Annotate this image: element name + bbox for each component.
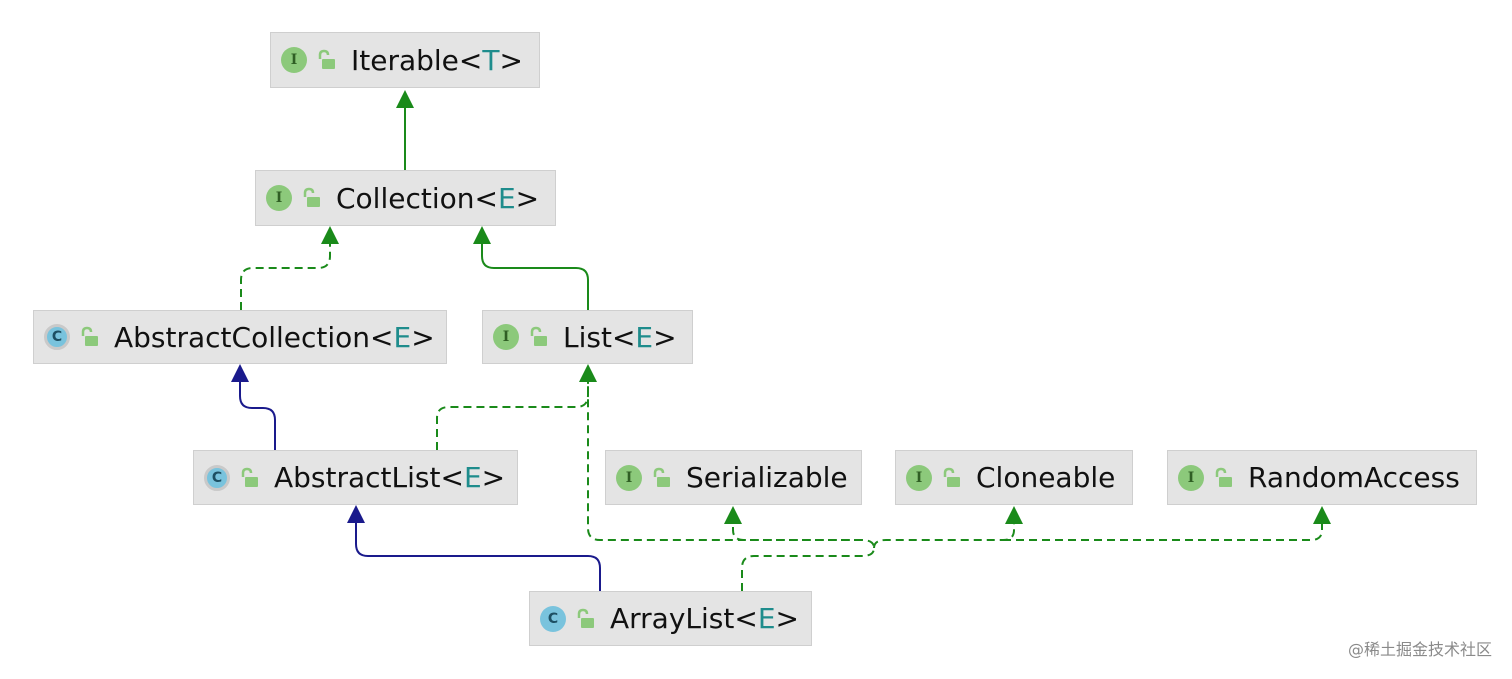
public-lock-icon: [241, 467, 258, 487]
node-iterable[interactable]: I Iterable<T>: [270, 32, 540, 88]
edge-collection-to-iterable: [396, 90, 414, 170]
class-icon: C: [540, 605, 566, 632]
node-label: AbstractList<E>: [274, 461, 506, 494]
node-random-access[interactable]: I RandomAccess: [1167, 450, 1477, 505]
interface-icon: I: [281, 47, 307, 73]
edge-arraylist-to-abstractlist: [347, 505, 601, 591]
node-label: ArrayList<E>: [610, 602, 799, 635]
edge-abstractlist-to-abstractcollection: [231, 364, 276, 450]
public-lock-icon: [303, 187, 320, 207]
public-lock-icon: [1215, 467, 1232, 487]
node-label: AbstractCollection<E>: [114, 320, 435, 354]
edge-arraylist-to-cloneable: [873, 506, 1023, 549]
node-label: Cloneable: [976, 461, 1116, 494]
edge-arraylist-to-serializable: [724, 506, 862, 541]
public-lock-icon: [318, 49, 335, 69]
node-collection[interactable]: I Collection<E>: [255, 170, 556, 226]
interface-icon: I: [1178, 464, 1204, 491]
node-abstract-collection[interactable]: C AbstractCollection<E>: [33, 310, 447, 364]
node-array-list[interactable]: C ArrayList<E>: [529, 591, 812, 646]
interface-icon: I: [616, 464, 642, 491]
node-label: Iterable<T>: [351, 43, 523, 77]
edge-list-to-collection: [473, 226, 589, 310]
public-lock-icon: [577, 608, 594, 628]
public-lock-icon: [81, 326, 98, 346]
node-serializable[interactable]: I Serializable: [605, 450, 862, 505]
node-label: Collection<E>: [336, 181, 540, 215]
abstract-class-icon: C: [204, 464, 230, 491]
edge-arraylist-to-randomaccess: [1003, 506, 1331, 541]
interface-icon: I: [266, 185, 292, 211]
node-label: Serializable: [686, 461, 848, 494]
watermark: @稀土掘金技术社区: [1347, 640, 1492, 659]
edge-abstractcollection-to-collection: [240, 226, 339, 310]
node-abstract-list[interactable]: C AbstractList<E>: [193, 450, 518, 505]
node-label: List<E>: [563, 320, 677, 354]
node-label: RandomAccess: [1248, 461, 1460, 494]
interface-icon: I: [493, 324, 519, 350]
node-list[interactable]: I List<E>: [482, 310, 693, 364]
node-cloneable[interactable]: I Cloneable: [895, 450, 1133, 505]
public-lock-icon: [653, 467, 670, 487]
public-lock-icon: [943, 467, 960, 487]
interface-icon: I: [906, 464, 932, 491]
abstract-class-icon: C: [44, 324, 70, 350]
public-lock-icon: [530, 326, 547, 346]
edge-abstractlist-to-list: [436, 364, 597, 450]
